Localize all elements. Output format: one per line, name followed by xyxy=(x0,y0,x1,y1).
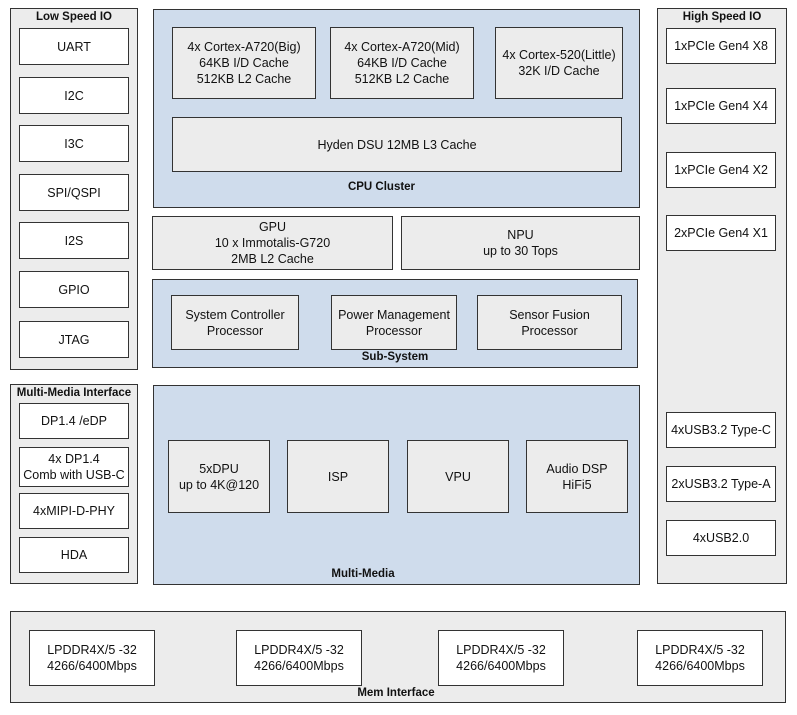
uart-label: UART xyxy=(57,39,91,54)
low-speed-io-title: Low Speed IO xyxy=(35,11,113,23)
multimedia-interface-title: Multi-Media Interface xyxy=(16,387,132,399)
cpu-mid-label: 4x Cortex-A720(Mid) 64KB I/D Cache 512KB… xyxy=(344,40,460,86)
hda-box: HDA xyxy=(19,537,129,573)
dp-edp-box: DP1.4 /eDP xyxy=(19,403,129,439)
dp-edp-label: DP1.4 /eDP xyxy=(40,414,107,428)
dpu-box: 5xDPU up to 4K@120 xyxy=(168,440,270,513)
usb20-box: 4xUSB2.0 xyxy=(666,520,776,556)
audio-dsp-label: Audio DSP HiFi5 xyxy=(546,461,608,492)
cpu-big-label: 4x Cortex-A720(Big) 64KB I/D Cache 512KB… xyxy=(187,40,301,86)
pcie-x2-label: 1xPCIe Gen4 X2 xyxy=(674,163,768,177)
jtag-label: JTAG xyxy=(58,332,90,347)
pcie-x8-box: 1xPCIe Gen4 X8 xyxy=(666,28,776,64)
i2s-label: I2S xyxy=(64,233,84,248)
power-management-box: Power Management Processor xyxy=(331,295,457,350)
pcie-x2-box: 1xPCIe Gen4 X2 xyxy=(666,152,776,188)
pcie-x8-label: 1xPCIe Gen4 X8 xyxy=(674,39,768,53)
audio-dsp-box: Audio DSP HiFi5 xyxy=(526,440,628,513)
mem-interface-title: Mem Interface xyxy=(357,687,435,699)
jtag-box: JTAG xyxy=(19,321,129,358)
gpu-box: GPU 10 x Immotalis-G720 2MB L2 Cache xyxy=(152,216,393,270)
lpddr-label-3: LPDDR4X/5 -32 4266/6400Mbps xyxy=(456,643,546,673)
uart-box: UART xyxy=(19,28,129,65)
lpddr-box-4: LPDDR4X/5 -32 4266/6400Mbps xyxy=(637,630,763,686)
power-management-label: Power Management Processor xyxy=(338,307,450,338)
cpu-cluster-title: CPU Cluster xyxy=(347,181,416,193)
system-controller-box: System Controller Processor xyxy=(171,295,299,350)
usb32-typec-label: 4xUSB3.2 Type-C xyxy=(671,423,771,437)
system-controller-label: System Controller Processor xyxy=(185,307,285,338)
dsu-l3-cache-box: Hyden DSU 12MB L3 Cache xyxy=(172,117,622,172)
isp-label: ISP xyxy=(327,469,349,484)
cpu-big-box: 4x Cortex-A720(Big) 64KB I/D Cache 512KB… xyxy=(172,27,316,99)
pcie-x1-box: 2xPCIe Gen4 X1 xyxy=(666,215,776,251)
usb32-typec-box: 4xUSB3.2 Type-C xyxy=(666,412,776,448)
i2c-box: I2C xyxy=(19,77,129,114)
gpio-box: GPIO xyxy=(19,271,129,308)
cpu-little-box: 4x Cortex-520(Little) 32K I/D Cache xyxy=(495,27,623,99)
dpu-label: 5xDPU up to 4K@120 xyxy=(178,461,260,492)
spi-qspi-box: SPI/QSPI xyxy=(19,174,129,211)
mipi-dphy-label: 4xMIPI-D-PHY xyxy=(33,504,115,518)
cpu-little-label: 4x Cortex-520(Little) 32K I/D Cache xyxy=(502,48,616,78)
dp-usbc-box: 4x DP1.4 Comb with USB-C xyxy=(19,447,129,487)
isp-box: ISP xyxy=(287,440,389,513)
pcie-x4-box: 1xPCIe Gen4 X4 xyxy=(666,88,776,124)
usb32-typea-label: 2xUSB3.2 Type-A xyxy=(671,477,771,491)
i3c-label: I3C xyxy=(64,136,84,151)
dsu-l3-cache-label: Hyden DSU 12MB L3 Cache xyxy=(317,137,477,152)
gpio-label: GPIO xyxy=(58,282,90,297)
lpddr-box-1: LPDDR4X/5 -32 4266/6400Mbps xyxy=(29,630,155,686)
sensor-fusion-label: Sensor Fusion Processor xyxy=(509,307,590,338)
sensor-fusion-box: Sensor Fusion Processor xyxy=(477,295,622,350)
npu-label: NPU up to 30 Tops xyxy=(483,228,558,258)
i2s-box: I2S xyxy=(19,222,129,259)
cpu-mid-box: 4x Cortex-A720(Mid) 64KB I/D Cache 512KB… xyxy=(330,27,474,99)
vpu-box: VPU xyxy=(407,440,509,513)
pcie-x1-label: 2xPCIe Gen4 X1 xyxy=(674,226,768,240)
lpddr-box-2: LPDDR4X/5 -32 4266/6400Mbps xyxy=(236,630,362,686)
usb32-typea-box: 2xUSB3.2 Type-A xyxy=(666,466,776,502)
subsystem-title: Sub-System xyxy=(361,351,429,363)
mipi-dphy-box: 4xMIPI-D-PHY xyxy=(19,493,129,529)
i2c-label: I2C xyxy=(64,88,84,103)
multimedia-title: Multi-Media xyxy=(331,568,395,580)
npu-box: NPU up to 30 Tops xyxy=(401,216,640,270)
gpu-label: GPU 10 x Immotalis-G720 2MB L2 Cache xyxy=(214,220,331,266)
pcie-x4-label: 1xPCIe Gen4 X4 xyxy=(674,99,768,113)
lpddr-label-1: LPDDR4X/5 -32 4266/6400Mbps xyxy=(47,643,137,673)
lpddr-label-4: LPDDR4X/5 -32 4266/6400Mbps xyxy=(655,643,745,673)
high-speed-io-title: High Speed IO xyxy=(682,11,762,23)
vpu-label: VPU xyxy=(445,469,471,484)
lpddr-box-3: LPDDR4X/5 -32 4266/6400Mbps xyxy=(438,630,564,686)
dp-usbc-label: 4x DP1.4 Comb with USB-C xyxy=(23,452,125,482)
hda-label: HDA xyxy=(60,548,88,562)
usb20-label: 4xUSB2.0 xyxy=(692,531,750,545)
spi-qspi-label: SPI/QSPI xyxy=(47,185,101,200)
i3c-box: I3C xyxy=(19,125,129,162)
lpddr-label-2: LPDDR4X/5 -32 4266/6400Mbps xyxy=(254,643,344,673)
